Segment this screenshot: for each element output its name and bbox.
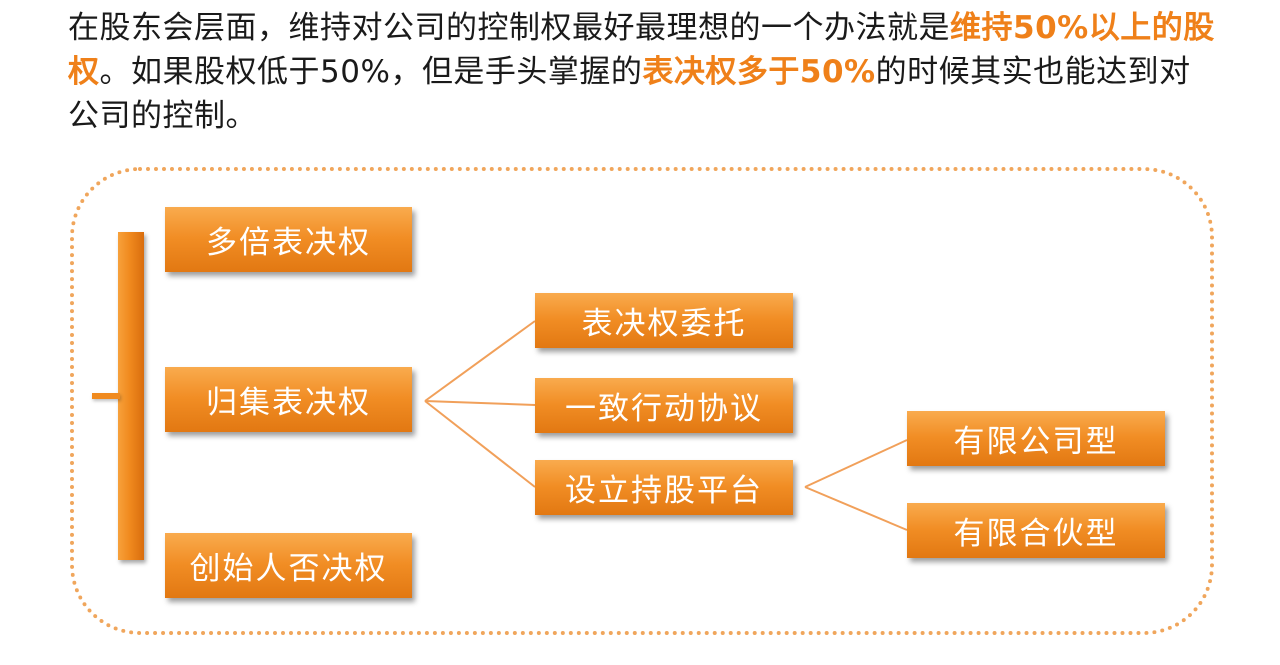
node-concerted-action-agreement: 一致行动协议	[535, 378, 793, 433]
intro-text-3: 的时候其实也能达到对公司的控制。	[68, 54, 1191, 134]
node-founder-veto: 创始人否决权	[165, 533, 412, 598]
node-holding-platform: 设立持股平台	[535, 460, 793, 515]
node-limited-company-type: 有限公司型	[907, 411, 1165, 466]
intro-highlight-majority-equity: 维持50%以上的股权	[68, 10, 1215, 90]
connector-line-to-company-type	[804, 439, 908, 488]
connector-line-to-holding-platform	[424, 400, 536, 488]
node-limited-partnership-type: 有限合伙型	[907, 503, 1165, 558]
left-bracket	[118, 232, 144, 560]
intro-text-1: 在股东会层面，维持对公司的控制权最好最理想的一个办法就是	[68, 10, 950, 46]
connector-line-to-concert-agreement	[424, 400, 536, 406]
intro-paragraph: 在股东会层面，维持对公司的控制权最好最理想的一个办法就是维持50%以上的股权。如…	[68, 6, 1218, 138]
node-multiple-voting-rights: 多倍表决权	[165, 207, 412, 272]
intro-text-2: 。如果股权低于50%，但是手头掌握的	[99, 54, 643, 90]
connector-line-to-partnership-type	[804, 486, 908, 531]
intro-highlight-voting-rights: 表决权多于50%	[642, 54, 876, 90]
node-voting-proxy: 表决权委托	[535, 293, 793, 348]
dotted-frame	[70, 167, 1214, 635]
connector-line-to-voting-proxy	[424, 320, 536, 402]
left-bracket-tip	[92, 393, 120, 399]
node-aggregate-voting-rights: 归集表决权	[165, 367, 412, 432]
